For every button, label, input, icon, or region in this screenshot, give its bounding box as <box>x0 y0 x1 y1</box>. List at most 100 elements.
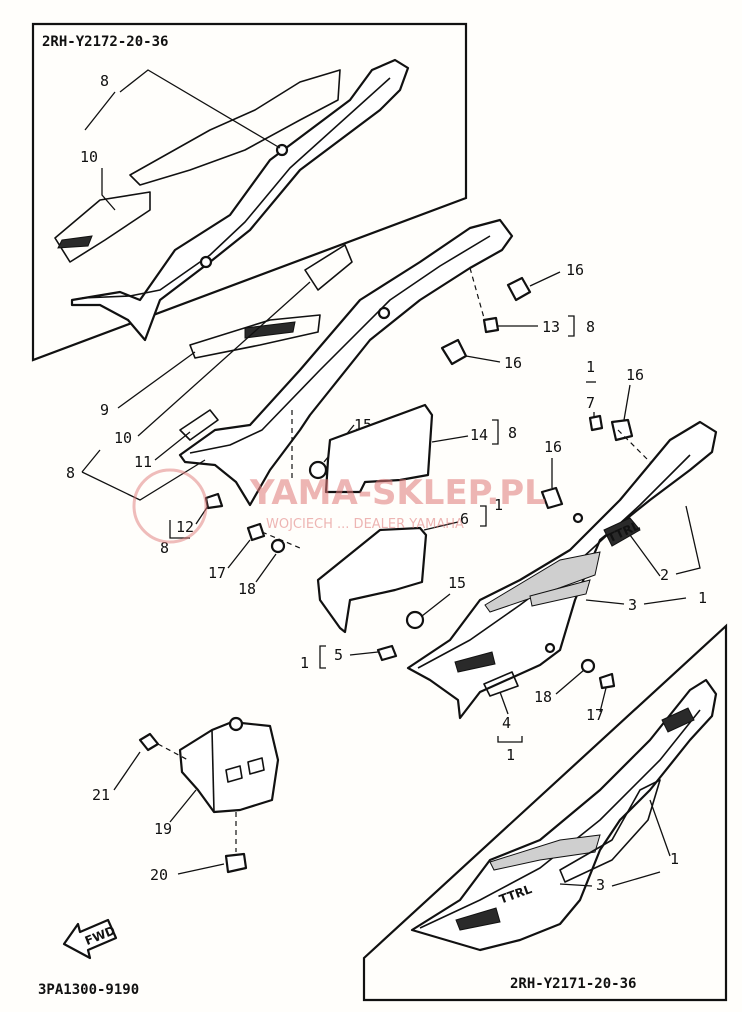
clip-5 <box>376 644 398 662</box>
leader-8-inset-b <box>84 91 116 131</box>
decal-9 <box>189 314 321 359</box>
relay-box-assembly: 21 19 20 <box>92 716 280 884</box>
top-inset-bolt-2 <box>199 255 213 269</box>
side-panels: 14 8 6 1 <box>316 403 517 634</box>
decal-11 <box>179 409 219 441</box>
panel-14 <box>324 403 434 494</box>
label-12-ref: 8 <box>160 539 169 557</box>
right-cover-stripe <box>484 551 601 613</box>
watermark-logo <box>132 468 208 544</box>
bottom-inset-frame <box>362 623 728 1002</box>
top-inset-decal-mark <box>57 235 93 249</box>
bottom-inset-decal-1 <box>559 779 661 883</box>
label-10: 10 <box>114 429 132 447</box>
label-20: 20 <box>150 866 168 884</box>
leader-3-b <box>643 597 687 605</box>
label-16b: 16 <box>504 354 522 372</box>
leader-19 <box>169 789 197 823</box>
relay-box-edge <box>211 729 215 813</box>
leader-18b <box>555 669 585 695</box>
leader-16c <box>623 384 631 421</box>
leader-14 <box>431 435 469 443</box>
bottom-inset-stripe <box>489 834 601 871</box>
label-16a: 16 <box>566 261 584 279</box>
label-18b: 18 <box>534 688 552 706</box>
label-6-ref: 1 <box>494 496 503 514</box>
bracket-14 <box>492 419 499 445</box>
leader-1d <box>649 799 671 857</box>
label-21: 21 <box>92 786 110 804</box>
washer-18a <box>270 538 286 554</box>
label-4-ref: 1 <box>506 746 515 764</box>
relay-box-19 <box>178 720 280 814</box>
mount-guide-3 <box>617 429 651 463</box>
label-17a: 17 <box>208 564 226 582</box>
label-3b: 3 <box>596 876 605 894</box>
grommet-15 <box>308 460 328 480</box>
top-inset-decal-8 <box>129 69 341 186</box>
top-inset-decal-10 <box>54 191 151 263</box>
screw-17 <box>598 672 616 690</box>
guide-17 <box>261 531 301 549</box>
clip-7 <box>588 414 604 432</box>
label-17b: 17 <box>586 706 604 724</box>
leader-18a <box>255 553 277 583</box>
decal-9-mark <box>244 321 296 339</box>
fwd-arrow-shape <box>62 918 118 960</box>
bottom-inset: 2RH-Y2171-20-36 TTRL 1 3 <box>362 623 728 1002</box>
grommet-16-top <box>506 276 532 302</box>
screw-hole-2 <box>572 512 584 524</box>
leader-17b <box>599 687 607 713</box>
label-5: 5 <box>334 646 343 664</box>
leader-21 <box>113 751 141 791</box>
bracket-4 <box>497 736 523 743</box>
leader-2 <box>629 534 661 577</box>
left-side-cover-edge <box>189 235 491 454</box>
label-2: 2 <box>660 566 669 584</box>
leader-16a <box>529 271 561 287</box>
emblem-2 <box>603 517 641 547</box>
panel-6 <box>316 526 428 634</box>
bracket-6 <box>480 505 487 527</box>
leader-15b <box>421 593 451 617</box>
screw <box>377 306 391 320</box>
watermark-main: YAMA-SKLEP.PL <box>249 473 546 513</box>
leader-8-inset <box>119 69 281 149</box>
leader-3 <box>585 599 625 605</box>
leader-6 <box>423 521 459 531</box>
leader-2-b <box>675 505 701 575</box>
top-inset-rail-inner <box>81 77 391 299</box>
right-side-cover-assembly: TTRL 1 7 16 16 2 3 1 15 1 5 <box>300 358 718 764</box>
bracket-13 <box>568 315 575 337</box>
grommet-15b <box>405 610 425 630</box>
grommet-16d <box>610 418 634 442</box>
label-3: 3 <box>628 596 637 614</box>
decal-mark <box>454 651 496 673</box>
guide-21 <box>157 743 189 761</box>
label-10-inset: 10 <box>80 148 98 166</box>
label-9: 9 <box>100 401 109 419</box>
top-inset-frame <box>31 22 468 362</box>
leader-10-inset <box>101 168 116 211</box>
bolt-21 <box>138 732 160 752</box>
leader-5 <box>349 651 379 656</box>
screw-hole <box>544 642 556 654</box>
catalog-code: 3PA1300-9190 <box>38 982 139 998</box>
label-7: 7 <box>586 394 595 412</box>
label-1d: 1 <box>670 850 679 868</box>
leader-17a <box>227 539 251 569</box>
label-4: 4 <box>502 714 511 732</box>
label-14-ref: 8 <box>508 424 517 442</box>
fwd-arrow: FWD <box>62 918 118 960</box>
grommet-16c <box>540 486 564 510</box>
bottom-inset-emblem <box>661 707 695 733</box>
label-8: 8 <box>66 464 75 482</box>
clip-12 <box>204 492 224 510</box>
label-1c: 1 <box>300 654 309 672</box>
left-side-cover-assembly: 16 13 8 16 9 10 11 8 12 8 15 <box>66 218 595 557</box>
label-16d: 16 <box>544 438 562 456</box>
leader-20 <box>177 863 225 875</box>
leader-3b <box>559 883 593 887</box>
